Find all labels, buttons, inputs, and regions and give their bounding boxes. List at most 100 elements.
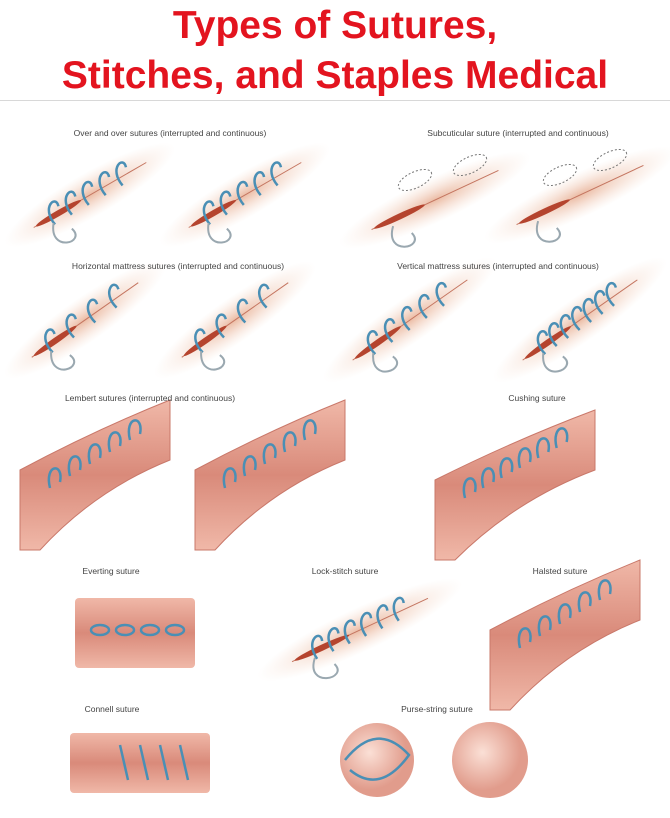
purse-string-closed — [452, 722, 528, 798]
suture-stitch — [222, 467, 237, 489]
suture-stitch — [302, 419, 317, 441]
bowel-tissue — [489, 559, 641, 711]
title-line-2: Stitches, and Staples Medical — [61, 54, 609, 97]
suture-stitch — [138, 744, 150, 781]
label-lock-stitch: Lock-stitch suture — [311, 566, 379, 576]
wound-opening — [33, 325, 77, 356]
connell-tissue — [70, 733, 210, 793]
suture-stitch — [554, 427, 569, 449]
needle — [50, 350, 76, 371]
suture-stitch — [253, 171, 266, 196]
suture-stitch — [536, 330, 549, 355]
suture-stitch — [557, 603, 572, 625]
label-halsted: Halsted suture — [532, 566, 588, 576]
suture-stitch — [139, 623, 161, 637]
subcuticular-stitch-path — [542, 163, 578, 187]
suture-stitch — [343, 619, 356, 645]
purse-string-open — [340, 723, 414, 797]
label-cushing: Cushing suture — [508, 393, 566, 403]
suture-stitch — [108, 283, 120, 309]
suture-stitch — [65, 313, 78, 339]
suture-stitch — [158, 744, 170, 781]
skin-area — [4, 142, 176, 248]
suture-stitch — [605, 281, 618, 307]
needle — [390, 225, 416, 248]
suture-stitch — [242, 455, 257, 477]
suture-stitch — [537, 615, 552, 637]
suture-stitch — [81, 180, 94, 206]
suture-stitch — [401, 305, 413, 331]
subcuticular-stitch-path — [452, 153, 488, 177]
title-line-1: Types of Sutures, — [172, 4, 498, 47]
suture-stitch — [435, 281, 448, 307]
label-subcuticular: Subcuticular suture (interrupted and con… — [427, 128, 609, 138]
suture-stitch — [87, 443, 102, 465]
needle — [200, 350, 226, 371]
suture-stitch — [270, 161, 283, 187]
suture-stitch — [258, 283, 270, 309]
suture-stitch — [376, 604, 389, 630]
suture-stitch — [194, 328, 206, 354]
suture-stitch — [98, 171, 111, 196]
suture-stitch — [517, 447, 532, 469]
suture-stitch — [282, 431, 297, 453]
suture-stitch — [559, 313, 572, 339]
needle — [207, 222, 232, 244]
divider — [0, 100, 670, 101]
label-over-and-over: Over and over sutures (interrupted and c… — [73, 128, 267, 138]
needle — [535, 220, 561, 243]
suture-stitch — [67, 455, 82, 477]
suture-stitch — [215, 313, 228, 339]
bowel-tissue — [19, 399, 171, 551]
subcuticular-stitch-path — [397, 168, 433, 192]
suture-stitch — [311, 634, 324, 660]
wound-opening — [35, 199, 82, 227]
label-connell: Connell suture — [84, 704, 140, 714]
suture-stitch — [236, 180, 249, 206]
suture-stitch — [383, 317, 396, 343]
suture-stitch — [517, 627, 532, 649]
suture-stitch — [127, 419, 142, 441]
suture-stitch — [535, 437, 551, 459]
label-horizontal-mattress: Horizontal mattress sutures (interrupted… — [71, 261, 285, 271]
suture-stitch — [359, 611, 373, 637]
suture-stitch — [107, 431, 122, 453]
suture-stitch — [219, 190, 232, 216]
bowel-tissue — [194, 399, 346, 551]
suture-stitch — [582, 297, 595, 323]
suture-stitch — [392, 596, 405, 622]
suture-stitch — [548, 321, 560, 347]
needle — [52, 222, 77, 244]
suture-stitch — [47, 467, 62, 489]
suture-stitch — [327, 627, 340, 652]
label-vertical-mattress: Vertical mattress sutures (interrupted a… — [397, 261, 599, 271]
needle — [312, 657, 339, 680]
label-purse-string: Purse-string suture — [401, 704, 473, 714]
suture-stitch — [44, 328, 56, 354]
suture-stitch — [366, 330, 379, 355]
everting-tissue — [75, 598, 195, 668]
suture-stitch — [499, 457, 514, 479]
label-everting: Everting suture — [82, 566, 140, 576]
bowel-tissue — [434, 409, 596, 561]
suture-stitch — [114, 623, 136, 637]
suture-stitch — [571, 305, 583, 331]
suture-stitch — [418, 293, 430, 319]
purse-string-suture — [344, 737, 411, 781]
suture-stitch — [577, 591, 592, 613]
needle — [542, 352, 569, 373]
wound-opening — [294, 634, 350, 661]
suture-stitch — [597, 579, 612, 601]
suture-stitch — [89, 623, 111, 637]
suture-stitch — [118, 744, 130, 781]
suture-stitch — [480, 467, 496, 489]
suture-stitch — [86, 298, 99, 324]
suture-stitch — [262, 443, 277, 465]
suture-stitch — [593, 289, 606, 315]
suture-stitch — [164, 623, 186, 637]
wound-opening — [374, 204, 425, 229]
suture-stitch — [236, 298, 249, 324]
wound-opening — [354, 326, 401, 359]
